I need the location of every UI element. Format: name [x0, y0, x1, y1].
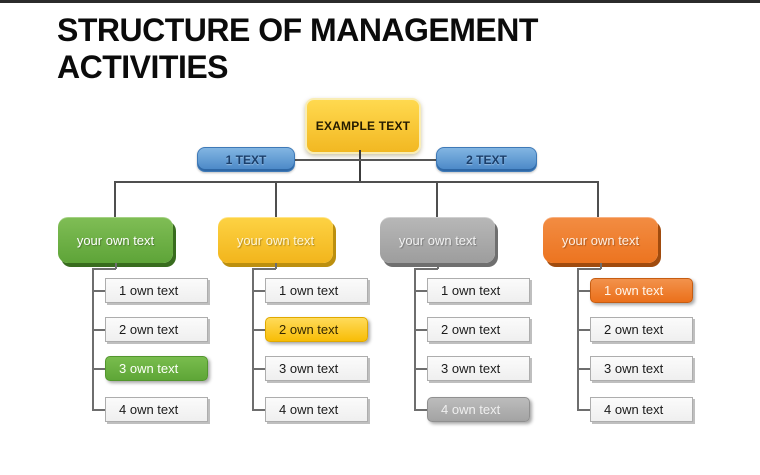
connector-branch-stub-3 [436, 181, 438, 217]
level1-node-1: 1 TEXT [197, 147, 295, 172]
connector-child-stub [414, 368, 427, 370]
branch-node-label: your own text [561, 233, 640, 248]
child-node: 3 own text [590, 356, 693, 381]
connector-child-stub [92, 409, 105, 411]
connector-rail-jog [414, 268, 438, 270]
child-node-highlighted: 2 own text [265, 317, 368, 342]
branch-node-orange: your own text [543, 217, 658, 263]
connector-child-rail [92, 268, 94, 410]
child-node: 1 own text [105, 278, 208, 303]
branch-node-green: your own text [58, 217, 173, 263]
connector-branch-stub-2 [275, 181, 277, 217]
connector-child-stub [92, 290, 105, 292]
connector-child-stub [252, 409, 265, 411]
connector-root-stem [359, 150, 361, 182]
connector-parent-stem [437, 263, 439, 269]
connector-child-stub [577, 290, 590, 292]
child-node: 2 own text [427, 317, 530, 342]
connector-child-stub [577, 409, 590, 411]
branch-node-label: your own text [236, 233, 315, 248]
connector-level1-link [295, 159, 436, 161]
branch-column-yellow: your own text 1 own text 2 own text 3 ow… [218, 217, 378, 432]
connector-branch-stub-4 [597, 181, 599, 217]
level1-node-2: 2 TEXT [436, 147, 537, 172]
connector-child-rail [252, 268, 254, 410]
branch-column-green: your own text 1 own text 2 own text 3 ow… [58, 217, 218, 432]
connector-child-stub [414, 409, 427, 411]
child-node: 4 own text [105, 397, 208, 422]
child-node: 1 own text [427, 278, 530, 303]
level1-node-1-label: 1 TEXT [225, 152, 267, 167]
connector-child-stub [92, 368, 105, 370]
level1-node-2-label: 2 TEXT [466, 152, 507, 167]
connector-child-stub [252, 290, 265, 292]
connector-parent-stem [600, 263, 602, 269]
child-node-highlighted: 3 own text [105, 356, 208, 381]
branch-node-gray: your own text [380, 217, 495, 263]
child-node: 2 own text [105, 317, 208, 342]
child-node: 3 own text [265, 356, 368, 381]
root-node-label: EXAMPLE TEXT [315, 119, 411, 133]
branch-node-label: your own text [398, 233, 477, 248]
connector-child-stub [577, 329, 590, 331]
connector-parent-stem [275, 263, 277, 269]
child-node: 1 own text [265, 278, 368, 303]
connector-child-stub [414, 329, 427, 331]
connector-rail-jog [92, 268, 116, 270]
child-node: 4 own text [265, 397, 368, 422]
child-node-highlighted: 1 own text [590, 278, 693, 303]
branch-column-gray: your own text 1 own text 2 own text 3 ow… [380, 217, 540, 432]
connector-child-stub [252, 329, 265, 331]
child-node: 2 own text [590, 317, 693, 342]
connector-rail-jog [577, 268, 601, 270]
connector-child-rail [577, 268, 579, 410]
branch-node-yellow: your own text [218, 217, 333, 263]
connector-child-stub [577, 368, 590, 370]
connector-rail-jog [252, 268, 276, 270]
root-node: EXAMPLE TEXT [305, 98, 421, 154]
branch-node-label: your own text [76, 233, 155, 248]
child-node: 4 own text [590, 397, 693, 422]
connector-child-rail [414, 268, 416, 410]
branch-column-orange: your own text 1 own text 2 own text 3 ow… [543, 217, 703, 432]
child-node: 3 own text [427, 356, 530, 381]
connector-child-stub [252, 368, 265, 370]
top-border-line [0, 0, 760, 3]
connector-branch-stub-1 [114, 181, 116, 217]
page-title: STRUCTURE OF MANAGEMENT ACTIVITIES [57, 12, 538, 85]
child-node-highlighted: 4 own text [427, 397, 530, 422]
connector-child-stub [92, 329, 105, 331]
connector-child-stub [414, 290, 427, 292]
connector-distribution-line [114, 181, 599, 183]
connector-parent-stem [115, 263, 117, 269]
